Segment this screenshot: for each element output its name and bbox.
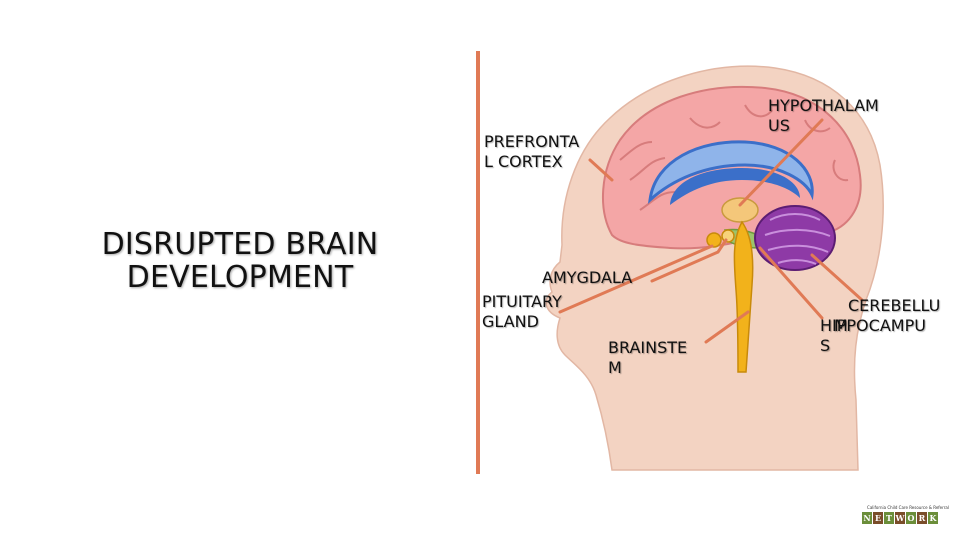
leader-amygdala: [650, 238, 728, 283]
label-amygdala: AMYGDALA: [542, 268, 633, 287]
label-brainstem: BRAINSTE M: [608, 338, 688, 377]
logo-letter: T: [884, 512, 894, 524]
leader-hypothalamus: [738, 118, 824, 207]
label-prefrontal-cortex: PREFRONTA L CORTEX: [484, 132, 580, 171]
label-pituitary-gland: PITUITARY GLAND: [482, 292, 562, 331]
slide-title: DISRUPTED BRAIN DEVELOPMENT: [70, 228, 410, 294]
logo-letter: O: [906, 512, 916, 524]
pituitary: [706, 232, 722, 248]
leader-cerebellum: [810, 253, 864, 302]
cerebellum: [754, 205, 836, 271]
amygdala: [721, 229, 735, 243]
logo-letter: W: [895, 512, 905, 524]
leader-prefrontal: [588, 158, 614, 182]
leader-pituitary: [558, 244, 714, 314]
leader-lines: [558, 118, 864, 344]
cortex-folds: [619, 104, 849, 211]
logo-letter: K: [928, 512, 938, 524]
corpus-callosum: [648, 140, 814, 204]
label-cerebellum: CEREBELLU: [848, 296, 941, 315]
leader-brainstem: [704, 310, 750, 344]
logo-letter: N: [862, 512, 872, 524]
logo-letter: R: [917, 512, 927, 524]
logo-tagline: California Child Care Resource & Referra…: [867, 505, 949, 510]
label-hypothalamus: HYPOTHALAM US: [768, 96, 879, 135]
brainstem: [733, 220, 754, 373]
title-line-1: DISRUPTED BRAIN: [101, 227, 379, 262]
label-cerebellum-end: M: [834, 316, 848, 335]
thalamus: [721, 197, 759, 223]
logo-letter: E: [873, 512, 883, 524]
title-line-2: DEVELOPMENT: [126, 260, 354, 295]
leader-hippocampus: [758, 246, 824, 320]
vertical-divider: [476, 51, 480, 474]
label-hippocampus: HIPPOCAMPU S: [820, 316, 926, 355]
network-logo: California Child Care Resource & Referra…: [862, 505, 954, 529]
logo-letters: N E T W O R K: [862, 512, 954, 524]
cerebellum-folds: [764, 213, 831, 265]
